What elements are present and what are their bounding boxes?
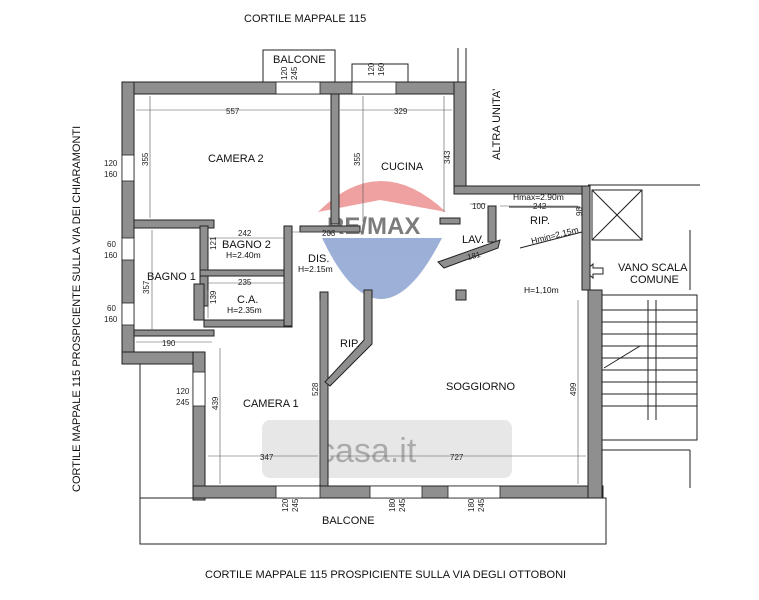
label-left-side: CORTILE MAPPALE 115 PROSPICIENTE SULLA V… bbox=[71, 126, 83, 492]
dim-528: 528 bbox=[311, 382, 320, 396]
dim-203: 203 bbox=[322, 229, 336, 238]
label-top-courtyard: CORTILE MAPPALE 115 bbox=[244, 13, 366, 25]
win-b3-a: 180 bbox=[467, 498, 476, 512]
dim-242-b: 242 bbox=[533, 202, 547, 211]
room-rip1: RIP. bbox=[530, 215, 550, 227]
win-top-a: 120 bbox=[280, 66, 289, 80]
windows bbox=[121, 81, 501, 499]
label-other-unit: ALTRA UNITA' bbox=[491, 89, 503, 160]
dim-343: 343 bbox=[443, 150, 452, 164]
dim-190: 190 bbox=[162, 339, 176, 348]
dim-98: 98 bbox=[575, 207, 584, 216]
room-dis: DIS. bbox=[308, 253, 329, 265]
soggiorno-height: H=1,10m bbox=[524, 285, 559, 295]
label-balcony-top: BALCONE bbox=[273, 54, 326, 66]
dim-121: 121 bbox=[209, 236, 218, 250]
bagno2-height: H=2.40m bbox=[226, 250, 261, 260]
stair-flight bbox=[601, 294, 698, 441]
win-b3-b: 245 bbox=[477, 498, 486, 512]
label-stair: VANO SCALA bbox=[618, 262, 688, 274]
win-top-b: 245 bbox=[290, 66, 299, 80]
room-rip2: RIP. bbox=[340, 338, 360, 350]
dim-242-a: 242 bbox=[238, 229, 252, 238]
win-b2-b: 245 bbox=[398, 498, 407, 512]
dim-100: 100 bbox=[472, 202, 486, 211]
room-bagno1: BAGNO 1 bbox=[147, 271, 196, 283]
room-bagno2: BAGNO 2 bbox=[222, 239, 271, 251]
dis-height: H=2.15m bbox=[298, 264, 333, 274]
win-l1-a: 120 bbox=[104, 159, 118, 168]
win-b1-a: 120 bbox=[281, 498, 290, 512]
lift-shaft bbox=[591, 189, 643, 241]
dim-727: 727 bbox=[450, 453, 464, 462]
win-l3-b: 160 bbox=[104, 315, 118, 324]
win-l2-b: 160 bbox=[104, 251, 118, 260]
room-cucina: CUCINA bbox=[381, 161, 424, 173]
pillar bbox=[455, 289, 467, 301]
rip-diagonal-wall bbox=[324, 289, 373, 387]
interior-walls bbox=[133, 93, 497, 487]
dim-347: 347 bbox=[260, 453, 274, 462]
dimension-lines bbox=[136, 96, 586, 484]
win-l4-a: 120 bbox=[176, 387, 190, 396]
win-b1-b: 245 bbox=[291, 498, 300, 512]
lift-cross-2 bbox=[591, 189, 643, 241]
rip1-hmin: Hmin=2.15m bbox=[530, 225, 579, 246]
room-ca: C.A. bbox=[237, 294, 258, 306]
dim-499: 499 bbox=[569, 382, 578, 396]
room-camera1: CAMERA 1 bbox=[243, 398, 299, 410]
win-b2-a: 180 bbox=[388, 498, 397, 512]
casa-text: casa.it bbox=[318, 432, 417, 470]
label-bottom-courtyard: CORTILE MAPPALE 115 PROSPICIENTE SULLA V… bbox=[205, 569, 566, 581]
win-l1-b: 160 bbox=[104, 170, 118, 179]
dim-355-b: 355 bbox=[353, 152, 362, 166]
room-camera2: CAMERA 2 bbox=[208, 153, 264, 165]
win-top2-a: 120 bbox=[367, 62, 376, 76]
label-balcony-bottom: BALCONE bbox=[322, 515, 375, 527]
room-soggiorno: SOGGIORNO bbox=[446, 381, 516, 393]
dim-557: 557 bbox=[226, 107, 240, 116]
win-l2-a: 60 bbox=[107, 240, 116, 249]
rip1-hmax: Hmax=2.90m bbox=[513, 192, 564, 202]
room-lav: LAV. bbox=[462, 234, 484, 246]
casa-watermark: casa.it bbox=[262, 420, 512, 478]
dim-235: 235 bbox=[238, 278, 252, 287]
rip-line bbox=[519, 231, 583, 249]
lav-diagonal-wall bbox=[437, 239, 501, 269]
dim-329: 329 bbox=[394, 107, 408, 116]
dim-181: 181 bbox=[466, 250, 482, 262]
remax-watermark: RE/MAX bbox=[318, 181, 446, 299]
win-l3-a: 60 bbox=[107, 304, 116, 313]
ca-height: H=2.35m bbox=[227, 305, 262, 315]
dim-139: 139 bbox=[209, 290, 218, 304]
win-l4-b: 245 bbox=[176, 398, 190, 407]
win-top2-b: 160 bbox=[377, 62, 386, 76]
dim-439: 439 bbox=[211, 396, 220, 410]
label-stair-common: COMUNE bbox=[630, 274, 679, 286]
dim-355-a: 355 bbox=[141, 152, 150, 166]
dim-357: 357 bbox=[142, 280, 151, 294]
